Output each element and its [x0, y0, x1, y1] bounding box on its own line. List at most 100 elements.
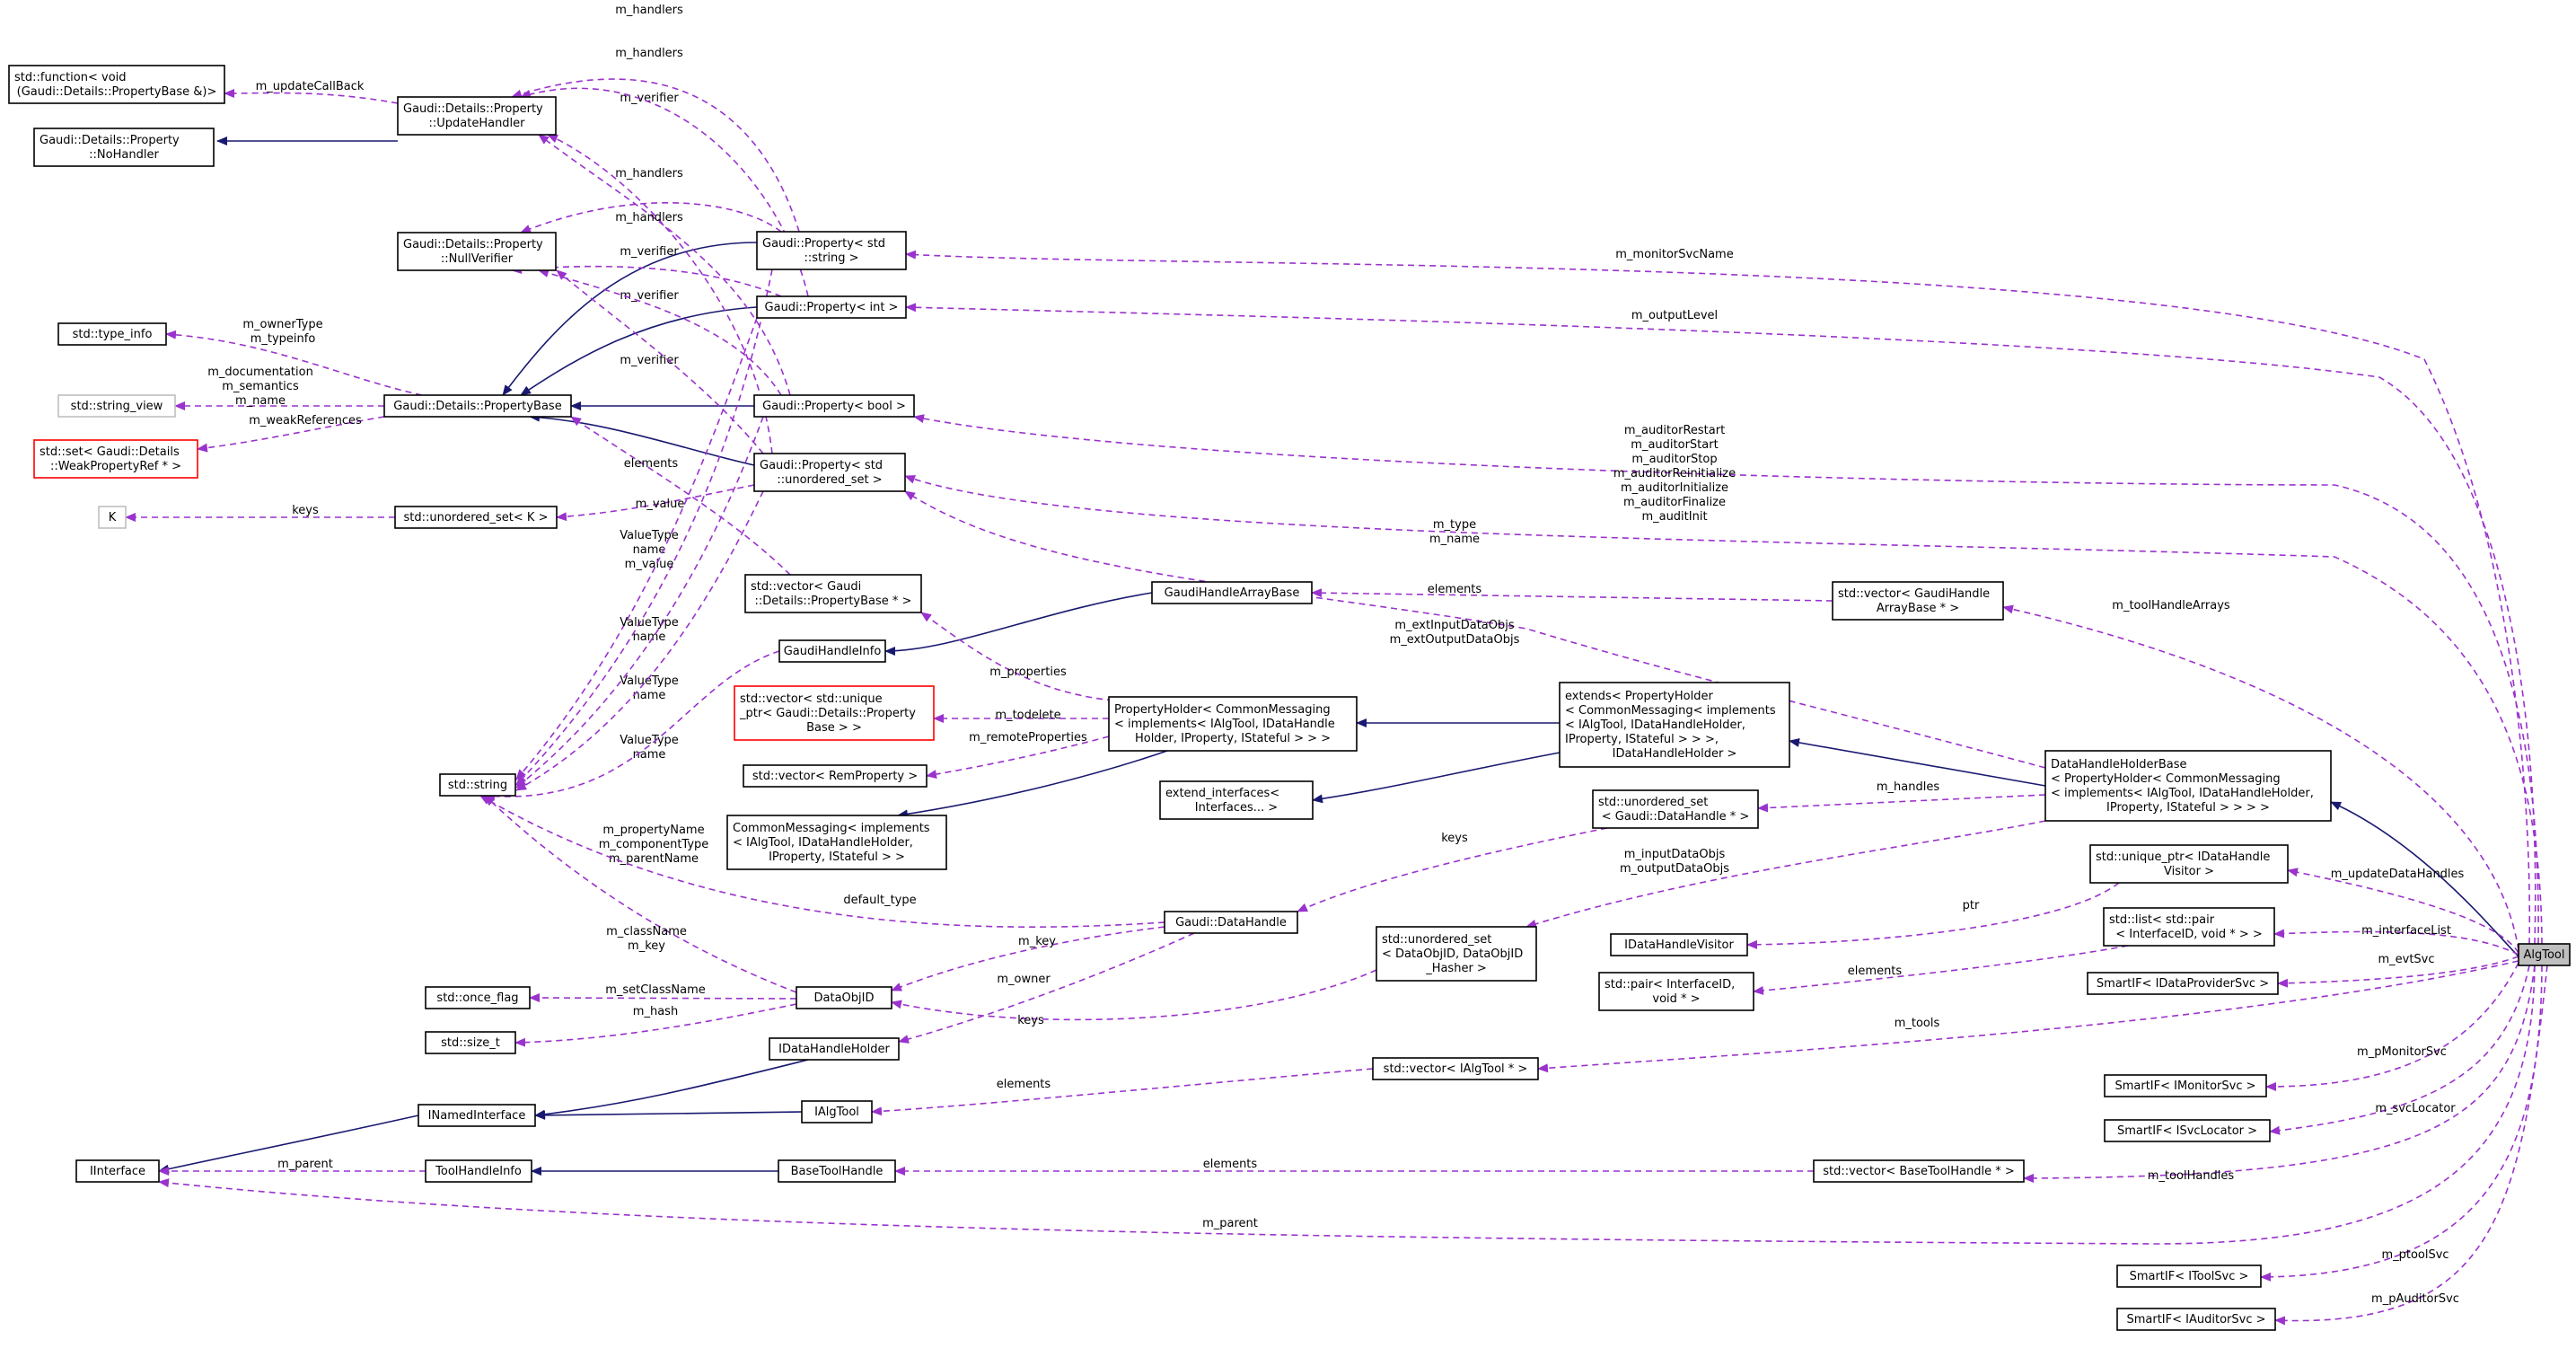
- class-name-line: DataObjID: [814, 991, 875, 1005]
- class-name-line: < Gaudi::DataHandle * >: [1602, 810, 1749, 824]
- class-node-usetdataobj[interactable]: std::unordered_set< DataObjID, DataObjID…: [1376, 926, 1537, 982]
- class-node-nullverifier[interactable]: Gaudi::Details::Property::NullVerifier: [397, 232, 557, 271]
- class-node-toolhandleinfo[interactable]: ToolHandleInfo: [425, 1159, 532, 1183]
- class-name-line: Gaudi::Property< bool >: [762, 400, 906, 413]
- class-box: [383, 394, 572, 418]
- class-box: [1559, 682, 1790, 768]
- edge-label: elements: [1428, 583, 1482, 596]
- class-node-gaudihandlearraybase[interactable]: GaudiHandleArrayBase: [1151, 581, 1313, 604]
- class-node-pair[interactable]: std::pair< InterfaceID,void * >: [1598, 972, 1754, 1011]
- class-node-gaudidatahandle[interactable]: Gaudi::DataHandle: [1164, 911, 1298, 934]
- class-node-iinterface[interactable]: IInterface: [75, 1159, 160, 1183]
- edge-label: m_verifier: [620, 92, 679, 105]
- class-box: [2116, 1308, 2276, 1331]
- class-name-line: Gaudi::Property< int >: [765, 301, 899, 314]
- edge-path: [534, 1110, 803, 1120]
- class-node-ialgtool[interactable]: IAlgTool: [801, 1100, 873, 1123]
- edge-label: m_pAuditorSvc: [2371, 1292, 2459, 1306]
- class-node-unorderedK[interactable]: std::unordered_set< K >: [394, 506, 558, 529]
- class-node-gaudihandleinfo[interactable]: GaudiHandleInfo: [778, 639, 886, 663]
- usage-edge-17: m_verifier: [556, 245, 764, 454]
- edge-path: [1525, 820, 2046, 929]
- class-node-vecialgtool[interactable]: std::vector< IAlgTool * >: [1372, 1057, 1539, 1080]
- edge-label: m_verifier: [620, 354, 679, 367]
- class-node-commonmsg[interactable]: CommonMessaging< implements< IAlgTool, I…: [726, 815, 947, 870]
- class-node-propbase[interactable]: Gaudi::Details::PropertyBase: [383, 394, 572, 418]
- class-node-typeinfo[interactable]: std::type_info: [57, 322, 167, 346]
- usage-edge-1: m_updateCallBack: [224, 80, 399, 104]
- edge-label-line: elements: [624, 457, 679, 471]
- edge-label-line: m_value: [625, 558, 674, 571]
- class-node-idatahandlevisitor[interactable]: IDataHandleVisitor: [1610, 933, 1748, 956]
- class-box: [57, 394, 176, 418]
- class-node-extendif[interactable]: extend_interfaces<Interfaces... >: [1159, 780, 1314, 820]
- edge-label-line: m_value: [636, 498, 685, 511]
- class-box: [796, 986, 892, 1009]
- edge-label-line: m_hash: [633, 1005, 678, 1018]
- class-node-usetdatahandle[interactable]: std::unordered_set< Gaudi::DataHandle * …: [1592, 789, 1759, 829]
- class-box: [1372, 1057, 1539, 1080]
- class-node-vecbasetool[interactable]: std::vector< BaseToolHandle * >: [1813, 1159, 2025, 1183]
- class-box: [778, 1159, 896, 1183]
- class-name-line: std::string: [448, 779, 507, 792]
- class-node-extends[interactable]: extends< PropertyHolder< CommonMessaging…: [1559, 682, 1790, 768]
- class-node-dataobjid[interactable]: DataObjID: [796, 986, 892, 1009]
- class-name-line: Base > >: [806, 721, 862, 735]
- class-node-propstring[interactable]: Gaudi::Property< std::string >: [756, 231, 907, 270]
- class-node-uniqueptr[interactable]: std::unique_ptr< IDataHandleVisitor >: [2089, 844, 2289, 884]
- edge-path: [515, 416, 764, 789]
- class-node-stringview[interactable]: std::string_view: [57, 394, 176, 418]
- class-node-inamed[interactable]: INamedInterface: [418, 1104, 536, 1127]
- edge-label-line: m_ownerType: [242, 318, 322, 331]
- usage-edge-63: m_tools: [1537, 960, 2519, 1073]
- edge-label: m_verifier: [620, 289, 679, 303]
- class-node-propholder[interactable]: PropertyHolder< CommonMessaging< impleme…: [1108, 696, 1358, 752]
- class-node-smartmonitor[interactable]: SmartIF< IMonitorSvc >: [2104, 1074, 2267, 1097]
- class-node-basetoolhandle[interactable]: BaseToolHandle: [778, 1159, 896, 1183]
- class-node-dhhbase[interactable]: DataHandleHolderBase< PropertyHolder< Co…: [2044, 750, 2332, 822]
- class-name-line: std::function< void: [14, 71, 127, 84]
- class-node-smartsvcloc[interactable]: SmartIF< ISvcLocator >: [2104, 1119, 2271, 1142]
- class-node-setweak[interactable]: std::set< Gaudi::Details::WeakPropertyRe…: [33, 439, 198, 479]
- class-node-smarttoolsvc[interactable]: SmartIF< IToolSvc >: [2116, 1264, 2262, 1288]
- edge-label-line: name: [633, 543, 666, 557]
- edge-label: default_type: [843, 894, 916, 907]
- class-box: [1164, 911, 1298, 934]
- class-box: [801, 1100, 873, 1123]
- edge-label-line: m_inputDataObjs: [1624, 848, 1726, 861]
- class-node-vecpropbase[interactable]: std::vector< Gaudi::Details::PropertyBas…: [744, 574, 922, 613]
- class-node-propint[interactable]: Gaudi::Property< int >: [756, 295, 907, 319]
- edge-label-line: m_propertyName: [602, 824, 704, 837]
- class-node-updatehandler[interactable]: Gaudi::Details::Property::UpdateHandler: [397, 96, 557, 136]
- edge-label-line: m_handlers: [615, 211, 683, 225]
- class-node-vecgaudiarr[interactable]: std::vector< GaudiHandleArrayBase * >: [1832, 581, 2004, 621]
- class-node-listpair[interactable]: std::list< std::pair< InterfaceID, void …: [2103, 907, 2275, 947]
- edge-label-line: m_properties: [989, 665, 1067, 679]
- edge-path: [514, 1003, 797, 1047]
- class-node-propuset[interactable]: Gaudi::Property< std::unordered_set >: [753, 453, 906, 492]
- edge-label-line: m_ptoolSvc: [2381, 1248, 2449, 1262]
- class-name-line: std::vector< BaseToolHandle * >: [1823, 1165, 2015, 1178]
- edge-label: m_ptoolSvc: [2381, 1248, 2449, 1262]
- class-node-algtool[interactable]: AlgTool: [2518, 943, 2571, 966]
- usage-edge-32: elements: [1311, 583, 1833, 602]
- class-node-K[interactable]: K: [98, 506, 127, 529]
- class-node-func[interactable]: std::function< void(Gaudi::Details::Prop…: [8, 65, 225, 104]
- class-node-propbool[interactable]: Gaudi::Property< bool >: [753, 394, 915, 418]
- class-node-stdstring[interactable]: std::string: [439, 773, 516, 797]
- class-node-smartauditor[interactable]: SmartIF< IAuditorSvc >: [2116, 1308, 2276, 1331]
- edge-label: m_handlers: [615, 167, 683, 181]
- edge-path: [158, 965, 2536, 1245]
- class-node-smartdataprov[interactable]: SmartIF< IDataProviderSvc >: [2087, 972, 2279, 995]
- edge-label: m_interfaceList: [2361, 924, 2451, 938]
- usage-edge-69: m_pAuditorSvc: [2274, 965, 2548, 1326]
- class-node-idhh[interactable]: IDataHandleHolder: [769, 1037, 900, 1061]
- class-node-sizet[interactable]: std::size_t: [425, 1031, 516, 1054]
- class-node-vecunique[interactable]: std::vector< std::unique_ptr< Gaudi::Det…: [734, 685, 935, 741]
- class-node-onceflag[interactable]: std::once_flag: [425, 986, 531, 1009]
- class-node-nohandler[interactable]: Gaudi::Details::Property::NoHandler: [33, 128, 215, 167]
- edge-label-line: m_key: [1018, 935, 1056, 948]
- class-node-vecremprop[interactable]: std::vector< RemProperty >: [743, 764, 928, 788]
- class-name-line: SmartIF< IMonitorSvc >: [2114, 1079, 2255, 1093]
